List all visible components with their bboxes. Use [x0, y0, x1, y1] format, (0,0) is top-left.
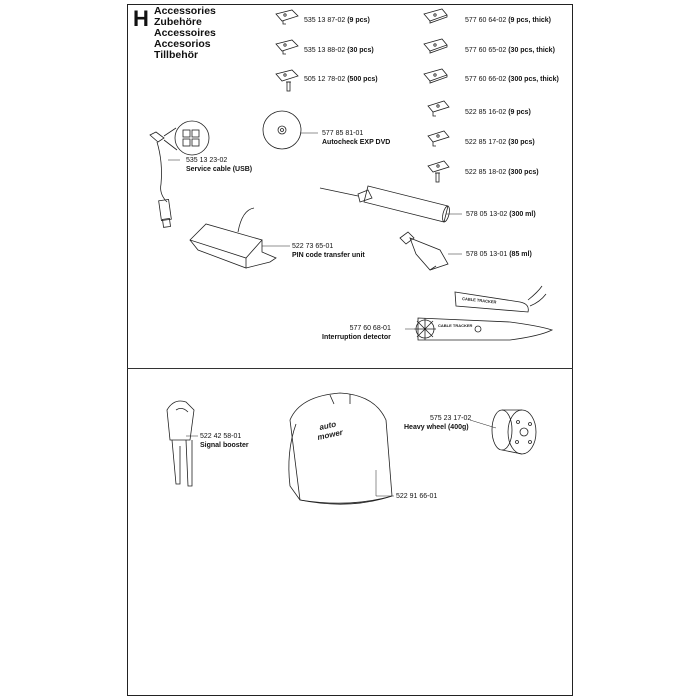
part-label-blade-t-9: 577 60 64-02 (9 pcs, thick): [465, 17, 552, 24]
part-label-grease-85: 578 05 13-01 (85 ml): [466, 251, 532, 258]
title-fr: Accessoires: [154, 27, 216, 39]
part-label-blade-a-9: 535 13 87-02 (9 pcs): [304, 17, 370, 24]
section-titles: Accessories Zubehöre Accessoires Accesor…: [154, 6, 216, 61]
title-es: Accesorios: [154, 38, 211, 50]
page-frame: [127, 4, 573, 696]
part-label-blade-b-9: 522 85 16-02 (9 pcs): [465, 109, 531, 116]
section-divider: [127, 368, 573, 369]
part-label-backpack: 522 91 66-01: [396, 493, 438, 500]
part-label-grease-300: 578 05 13-02 (300 ml): [466, 211, 536, 218]
section-letter: H: [133, 6, 149, 31]
part-label-blade-a-30: 535 13 88-02 (30 pcs): [304, 47, 374, 54]
part-label-blade-b-30: 522 85 17-02 (30 pcs): [465, 139, 535, 146]
part-label-blade-b-300: 522 85 18-02 (300 pcs): [465, 169, 539, 176]
part-label-blade-a-500: 505 12 78-02 (500 pcs): [304, 76, 378, 83]
title-de: Zubehöre: [154, 16, 202, 28]
part-label-blade-t-30: 577 60 65-02 (30 pcs, thick): [465, 47, 555, 54]
title-en: Accessories: [154, 5, 216, 17]
title-sv: Tillbehör: [154, 49, 199, 61]
part-label-blade-t-300: 577 60 66-02 (300 pcs, thick): [465, 76, 559, 83]
